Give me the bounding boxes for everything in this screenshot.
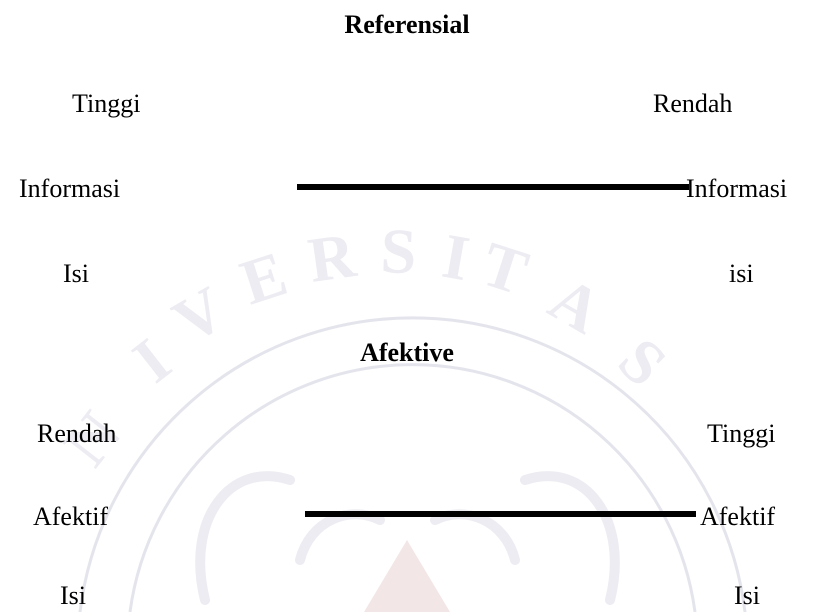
svg-text:E: E: [232, 238, 295, 319]
svg-text:S: S: [605, 324, 680, 400]
right-label-rendah: Rendah: [653, 89, 733, 118]
svg-text:I: I: [120, 325, 183, 396]
right-label-isi-2: Isi: [734, 581, 760, 610]
section-heading-referensial: Referensial: [344, 10, 470, 39]
section-heading-afektive: Afektive: [360, 338, 454, 367]
right-label-informasi: Informasi: [686, 174, 788, 203]
svg-text:S: S: [380, 215, 418, 287]
left-label-afektif: Afektif: [33, 502, 109, 531]
svg-text:A: A: [538, 263, 614, 348]
svg-text:I: I: [438, 220, 475, 294]
left-label-tinggi: Tinggi: [72, 89, 141, 118]
right-label-afektif: Afektif: [700, 502, 776, 531]
svg-text:V: V: [162, 273, 238, 358]
left-label-isi: Isi: [63, 259, 89, 288]
svg-text:T: T: [474, 228, 537, 309]
scale-line-informasi: [297, 184, 689, 190]
left-label-informasi: Informasi: [19, 174, 121, 203]
scale-line-afektif: [305, 511, 696, 517]
right-label-isi: isi: [729, 259, 754, 288]
left-label-isi-2: Isi: [60, 581, 86, 610]
right-label-tinggi: Tinggi: [707, 419, 776, 448]
svg-text:R: R: [304, 219, 360, 296]
left-label-rendah: Rendah: [37, 419, 117, 448]
